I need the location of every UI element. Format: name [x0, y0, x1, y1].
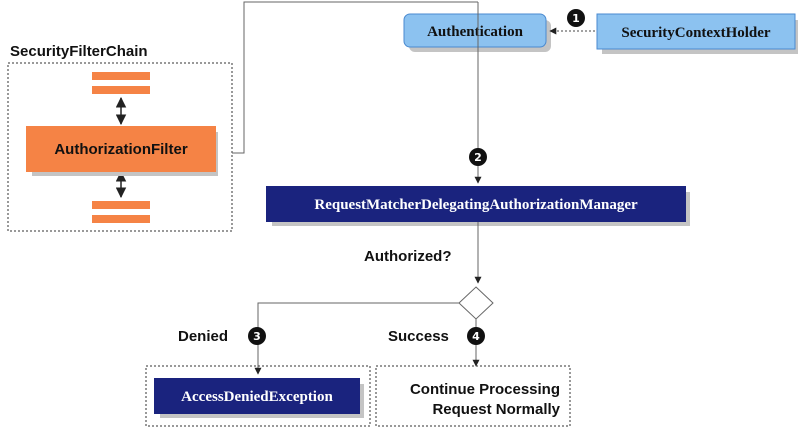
step-3-badge — [248, 327, 266, 345]
step-1-badge — [567, 9, 585, 27]
step-4-number: 4 — [472, 330, 480, 343]
step-1-number: 1 — [572, 12, 580, 25]
authorization-manager-box — [266, 186, 686, 222]
step-4-badge — [467, 327, 485, 345]
authentication-label: Authentication — [427, 24, 523, 40]
continue-processing-line1: Continue Processing — [410, 381, 560, 398]
access-denied-label: AccessDeniedException — [181, 389, 333, 405]
security-context-holder-box — [596, 13, 796, 50]
access-denied-group — [145, 365, 371, 427]
step-2-number: 2 — [474, 151, 482, 164]
step-2-badge — [469, 148, 487, 166]
security-filter-chain-group — [7, 62, 233, 232]
filter-bar-bottom-1 — [92, 201, 150, 209]
authorization-manager-label: RequestMatcherDelegatingAuthorizationMan… — [314, 197, 638, 213]
security-context-holder-label: SecurityContextHolder — [621, 25, 770, 41]
denied-label: Denied — [178, 328, 228, 345]
filter-bar-top-1 — [92, 72, 150, 80]
authorization-filter-label: AuthorizationFilter — [54, 141, 187, 158]
filter-bar-bottom-2 — [92, 215, 150, 223]
step-3-number: 3 — [253, 330, 261, 343]
access-denied-box — [154, 378, 360, 414]
continue-processing-group — [375, 365, 571, 427]
authentication-box — [403, 13, 547, 48]
continue-processing-line2: Request Normally — [432, 401, 560, 418]
success-label: Success — [388, 328, 449, 345]
authorized-question: Authorized? — [364, 248, 452, 265]
denied-branch-arrow — [254, 302, 459, 375]
security-filter-chain-title: SecurityFilterChain — [10, 43, 148, 60]
authorization-filter-box — [26, 126, 216, 172]
filter-connector-line — [232, 1, 478, 154]
decision-diamond — [458, 286, 494, 320]
filter-bar-top-2 — [92, 86, 150, 94]
